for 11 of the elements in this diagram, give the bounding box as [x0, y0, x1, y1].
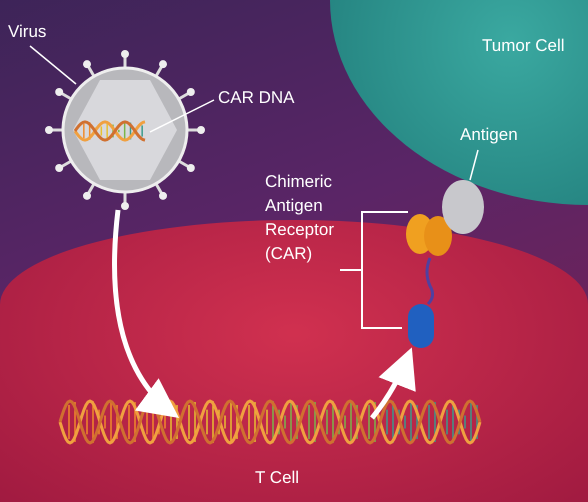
cell-label: T Cell	[255, 468, 300, 488]
receptor-label: Chimeric Antigen Receptor (CAR)	[265, 171, 335, 265]
leader-line	[30, 45, 76, 85]
leader-line	[469, 150, 479, 180]
arrow	[112, 210, 179, 418]
gene-label: CAR DNA	[218, 88, 318, 112]
arrow	[370, 347, 416, 420]
cell-label: Tumor Cell	[482, 36, 564, 56]
antigen-label: Antigen	[460, 125, 540, 149]
virus-label: Virus	[8, 22, 68, 46]
leader-line	[150, 99, 214, 133]
